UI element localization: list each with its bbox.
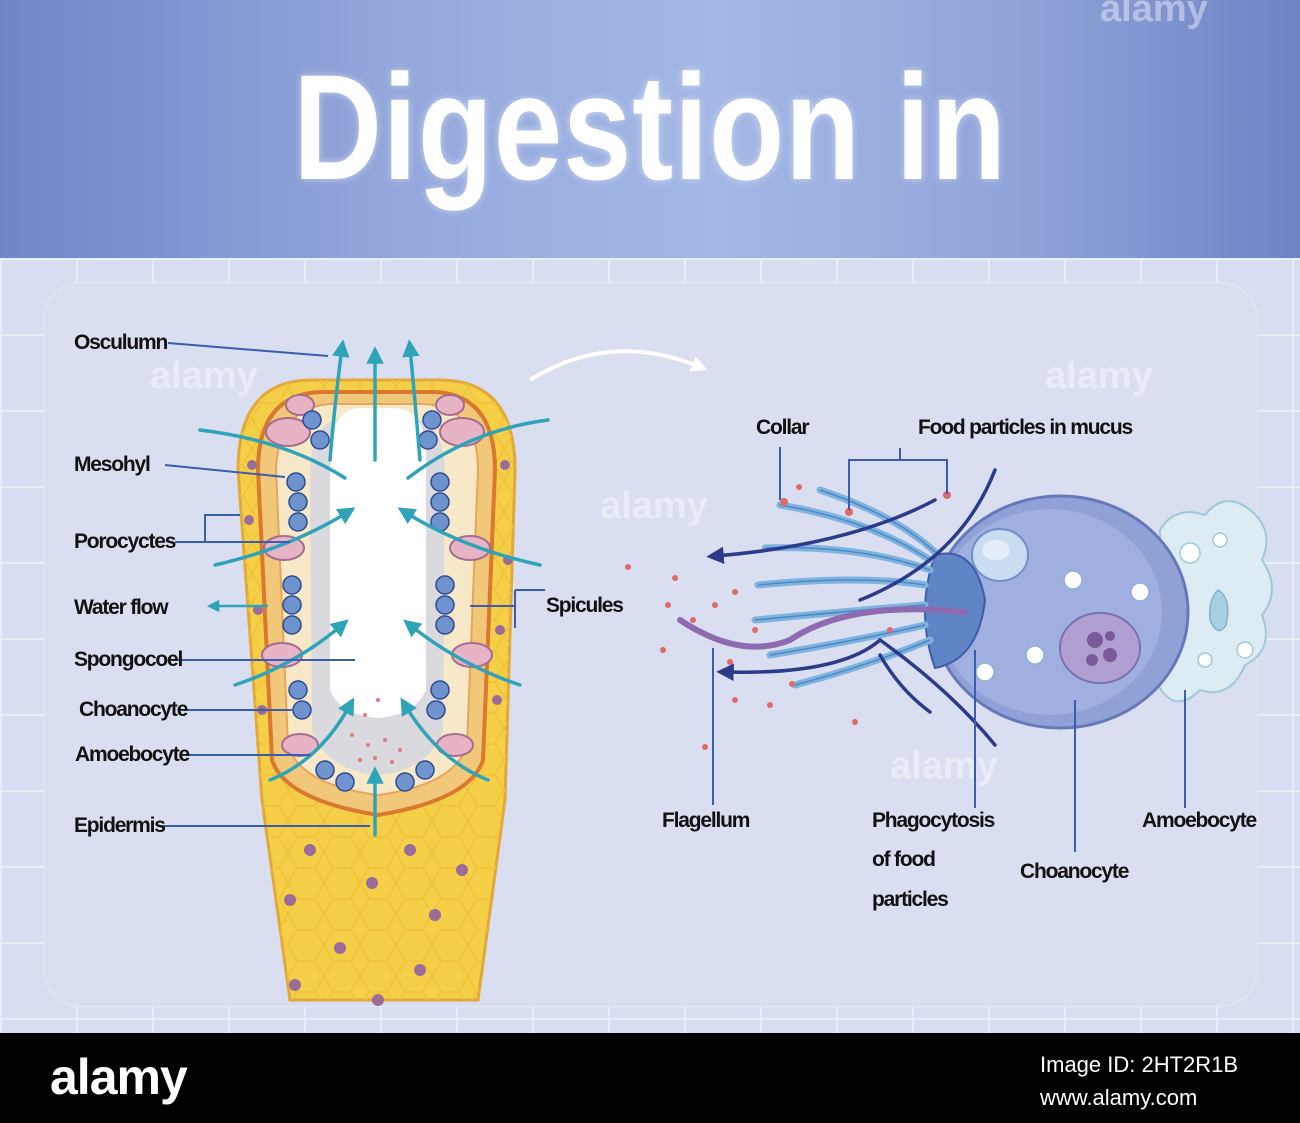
- label-spicules: Spicules: [546, 594, 624, 617]
- choanocyte-cell: [625, 468, 1273, 750]
- watermark: alamy: [890, 745, 998, 787]
- transfer-arrow: [528, 349, 708, 382]
- label-flagellum: Flagellum: [662, 809, 750, 832]
- label-porocyctes: Porocyctes: [74, 530, 176, 553]
- label-osculumn: Osculumn: [74, 331, 168, 354]
- label-phagocytosis-line3: particles: [872, 888, 949, 911]
- label-choanocyte-cell: Choanocyte: [1020, 860, 1129, 883]
- label-phagocytosis-line1: Phagocytosis: [872, 809, 995, 832]
- footer-image-id: Image ID: 2HT2R1B: [1040, 1052, 1239, 1077]
- label-phagocytosis-line2: of food: [872, 848, 936, 871]
- watermark: alamy: [1100, 0, 1208, 30]
- sponge-leader-lines: [162, 342, 545, 827]
- label-amoebocyte: Amoebocyte: [75, 743, 190, 766]
- diagram-art: [162, 339, 1273, 1006]
- watermark: alamy: [150, 355, 258, 397]
- label-choanocyte: Choanocyte: [79, 698, 188, 721]
- label-spongocoel: Spongocoel: [74, 648, 183, 671]
- label-mesohyl: Mesohyl: [74, 453, 151, 476]
- water-flow-arrows: [198, 339, 550, 837]
- label-collar: Collar: [756, 416, 810, 439]
- cell-leader-lines: [712, 447, 1186, 852]
- label-amoebocyte-cell: Amoebocyte: [1142, 809, 1257, 832]
- footer-url: www.alamy.com: [1040, 1085, 1198, 1110]
- footer-bar: [0, 1033, 1300, 1123]
- title-banner: Digestion in Sponges: [0, 0, 1300, 401]
- label-food-particles: Food particles in mucus: [918, 416, 1133, 439]
- watermark: alamy: [600, 485, 708, 527]
- watermark: alamy: [1045, 355, 1153, 397]
- label-epidermis: Epidermis: [74, 814, 166, 837]
- footer-logo: alamy: [50, 1049, 188, 1105]
- sponge-body: [236, 378, 517, 1006]
- label-water-flow: Water flow: [74, 596, 169, 619]
